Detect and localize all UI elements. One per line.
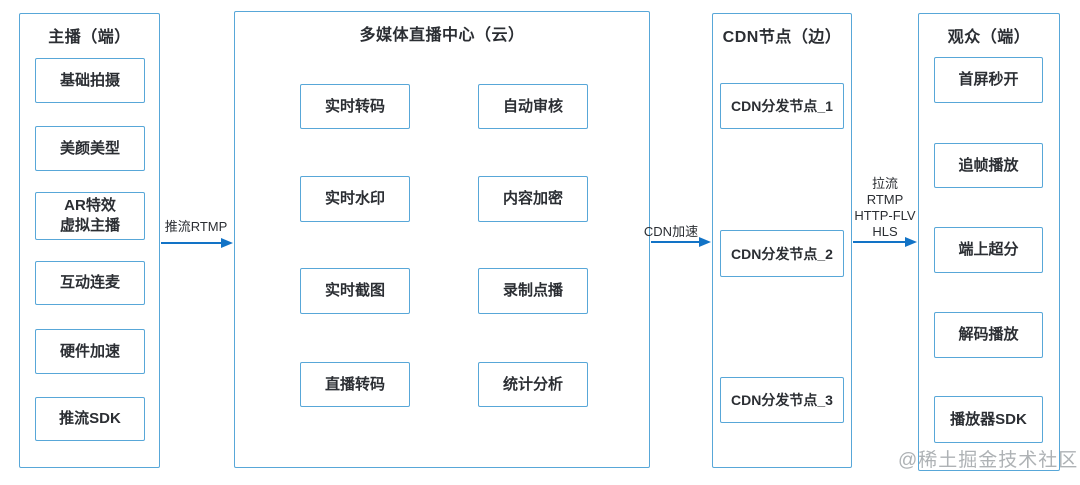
node-chase-frame: 追帧播放 — [934, 143, 1043, 188]
node-beauty: 美颜美型 — [35, 126, 145, 171]
arrowhead-icon — [221, 238, 233, 248]
panel-broadcaster-title: 主播（端） — [48, 29, 131, 46]
node-player-sdk: 播放器SDK — [934, 396, 1043, 443]
arrow-label-pull-stream: 拉流 RTMP HTTP-FLV HLS — [854, 176, 916, 239]
watermark-juejin: @稀土掘金技术社区 — [898, 450, 1079, 471]
node-auto-review: 自动审核 — [478, 84, 588, 129]
panel-cdn-title: CDN节点（边） — [722, 29, 842, 46]
node-content-encrypt: 内容加密 — [478, 176, 588, 222]
node-hardware-accel: 硬件加速 — [35, 329, 145, 374]
panel-viewer-title: 观众（端） — [947, 29, 1031, 46]
panel-live-center-title: 多媒体直播中心（云） — [359, 27, 525, 44]
arrow-label-push-rtmp: 推流RTMP — [164, 219, 228, 234]
arrowhead-icon — [699, 237, 711, 247]
node-basic-shooting: 基础拍摄 — [35, 58, 145, 103]
node-realtime-watermark: 实时水印 — [300, 176, 410, 222]
node-cdn-2: CDN分发节点_2 — [720, 230, 844, 277]
node-super-resolution: 端上超分 — [934, 227, 1043, 273]
arrowhead-icon — [905, 237, 917, 247]
arrow-pull-stream — [853, 237, 917, 247]
node-live-transcode: 直播转码 — [300, 362, 410, 407]
node-record-vod: 录制点播 — [478, 268, 588, 314]
node-stats-analysis: 统计分析 — [478, 362, 588, 407]
node-first-frame: 首屏秒开 — [934, 57, 1043, 103]
node-realtime-transcode: 实时转码 — [300, 84, 410, 129]
arrow-cdn-accel — [651, 237, 711, 247]
node-interactive-mic: 互动连麦 — [35, 261, 145, 305]
node-push-sdk: 推流SDK — [35, 397, 145, 441]
node-realtime-snapshot: 实时截图 — [300, 268, 410, 314]
arrow-label-cdn-accel: CDN加速 — [643, 224, 699, 239]
node-cdn-3: CDN分发节点_3 — [720, 377, 844, 423]
node-decode-play: 解码播放 — [934, 312, 1043, 358]
node-ar-virtual-host: AR特效 虚拟主播 — [35, 192, 145, 240]
arrow-push-rtmp — [161, 238, 233, 248]
node-cdn-1: CDN分发节点_1 — [720, 83, 844, 129]
